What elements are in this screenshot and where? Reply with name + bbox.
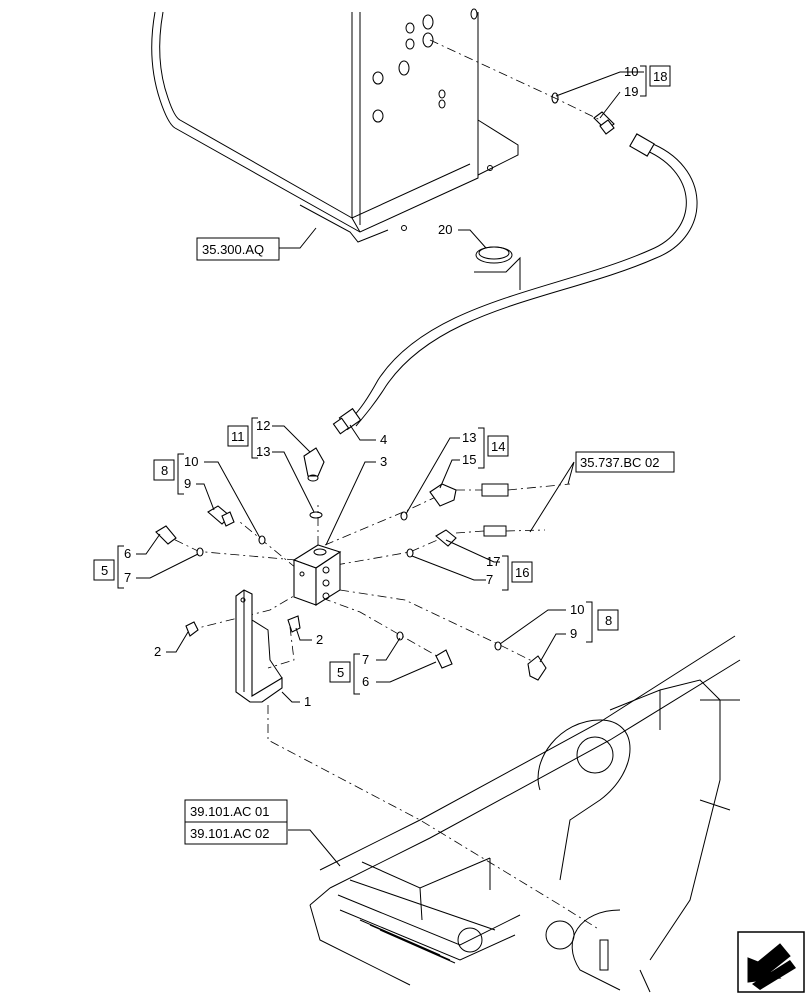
kit-box-5-bottom xyxy=(329,661,351,683)
callout-2-right: 2 xyxy=(316,632,323,647)
lower-fittings xyxy=(396,631,547,681)
callout-9-left: 9 xyxy=(184,476,191,491)
adapter-left xyxy=(207,505,266,545)
reference-boxes: 35.300.AQ 35.737.BC 02 39.101.AC 01 39.1… xyxy=(184,237,675,845)
kit-label-5-left: 5 xyxy=(101,563,108,578)
callout-17: 17 xyxy=(486,554,500,569)
callout-13-right: 13 xyxy=(462,430,476,445)
top-right-fittings xyxy=(551,92,615,135)
callout-20: 20 xyxy=(438,222,452,237)
ref-box-lines xyxy=(575,451,675,473)
valve-block xyxy=(292,544,342,606)
kit-label-8-left: 8 xyxy=(161,463,168,478)
next-page-arrow-icon[interactable] xyxy=(737,931,805,993)
kit-box-11 xyxy=(227,425,249,447)
elbow-right-lower xyxy=(406,529,457,558)
ref-box-tank xyxy=(196,237,280,261)
bolts xyxy=(185,615,301,637)
elbow-fitting-top xyxy=(303,447,325,519)
kit-label-11: 11 xyxy=(231,429,245,444)
callout-7-right: 7 xyxy=(486,572,493,587)
kit-box-5-left xyxy=(93,559,115,581)
ref-frame-2: 39.101.AC 02 xyxy=(190,826,270,841)
bracket xyxy=(235,589,283,703)
callout-15: 15 xyxy=(462,452,476,467)
callout-10-top: 10 xyxy=(624,64,638,79)
callout-6-left: 6 xyxy=(124,546,131,561)
kit-label-8-right: 8 xyxy=(605,613,612,628)
kit-label-5-bottom: 5 xyxy=(337,665,344,680)
callout-10-left: 10 xyxy=(184,454,198,469)
callout-7-left: 7 xyxy=(124,570,131,585)
callout-7-bottom: 7 xyxy=(362,652,369,667)
hydraulic-hose xyxy=(332,133,698,435)
elbow-left xyxy=(155,525,204,557)
kit-label-18: 18 xyxy=(653,69,667,84)
callout-9-right: 9 xyxy=(570,626,577,641)
callout-labels: 10 19 20 4 3 12 13 10 9 6 7 13 15 17 7 2… xyxy=(124,64,638,709)
return-lines xyxy=(455,483,571,537)
o-ring-detail xyxy=(474,246,521,290)
kit-label-16: 16 xyxy=(515,565,529,580)
callout-12: 12 xyxy=(256,418,270,433)
callout-2-left: 2 xyxy=(154,644,161,659)
callout-13-left: 13 xyxy=(256,444,270,459)
callout-3: 3 xyxy=(380,454,387,469)
machine-frame xyxy=(309,635,741,993)
kit-box-8-right xyxy=(597,609,619,631)
ref-frame-1: 39.101.AC 01 xyxy=(190,804,270,819)
kit-box-14 xyxy=(487,435,509,457)
kit-box-16 xyxy=(511,561,533,583)
ref-box-frame-2 xyxy=(184,821,288,845)
callout-6-bottom: 6 xyxy=(362,674,369,689)
ref-lines: 35.737.BC 02 xyxy=(580,455,660,470)
kit-box-8-left xyxy=(153,459,175,481)
callout-10-right: 10 xyxy=(570,602,584,617)
kit-label-14: 14 xyxy=(491,439,505,454)
elbow-right-upper xyxy=(400,483,457,521)
ref-tank: 35.300.AQ xyxy=(202,242,264,257)
callout-4: 4 xyxy=(380,432,387,447)
kit-box-18 xyxy=(649,65,671,87)
callout-leaders xyxy=(136,71,644,867)
callout-1: 1 xyxy=(304,694,311,709)
hydraulic-tank xyxy=(151,8,519,243)
callout-19: 19 xyxy=(624,84,638,99)
kit-groups: 18 11 8 5 14 16 5 8 xyxy=(93,65,671,695)
